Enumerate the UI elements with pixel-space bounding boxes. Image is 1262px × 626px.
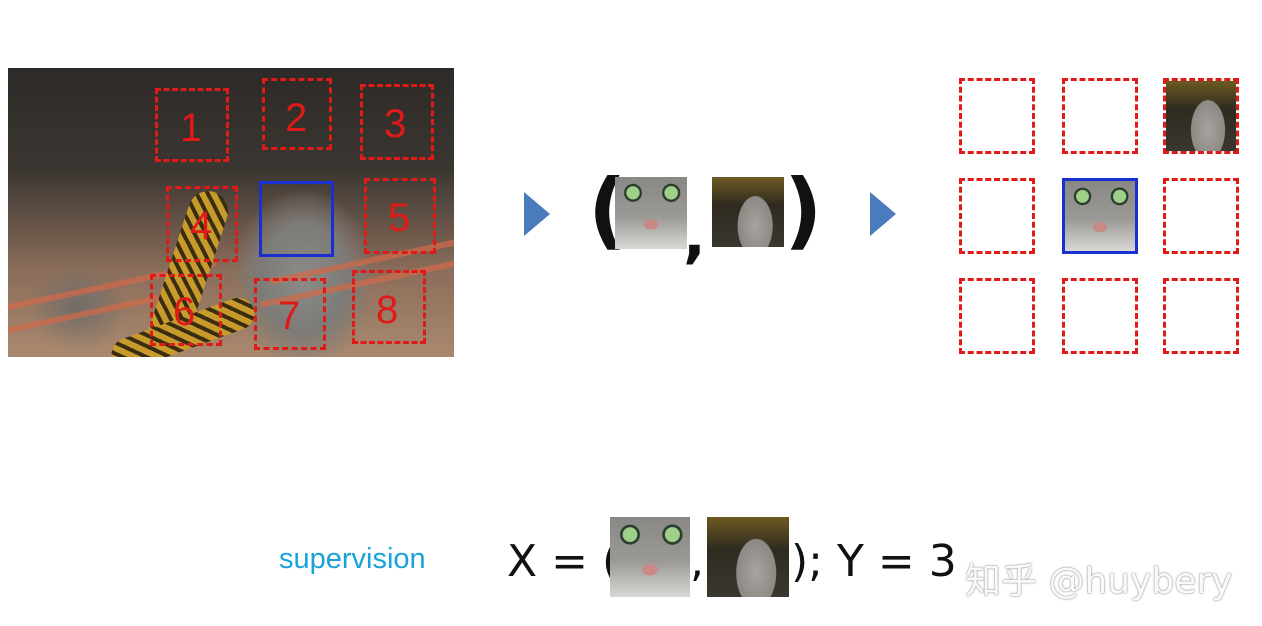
supervision-label: supervision xyxy=(279,543,426,575)
cat-photo xyxy=(8,68,454,357)
right-triangle-arrow-icon xyxy=(524,192,550,236)
region-number-3: 3 xyxy=(384,102,407,146)
region-box-1 xyxy=(155,88,229,162)
region-box-8 xyxy=(352,270,426,344)
formula-y-suffix: ); Y = 3 xyxy=(791,536,957,587)
close-paren: ) xyxy=(784,161,823,259)
grid-cell-7 xyxy=(1062,278,1138,354)
region-box-5 xyxy=(364,178,436,254)
region-number-1: 1 xyxy=(180,106,203,150)
neighbor-patch-image xyxy=(712,177,784,247)
formula-center-patch-image xyxy=(610,517,690,597)
grid-cell-1 xyxy=(959,78,1035,154)
region-box-7 xyxy=(254,278,326,350)
region-box-2 xyxy=(262,78,332,150)
region-number-2: 2 xyxy=(285,96,308,140)
grid-cell-4 xyxy=(959,178,1035,254)
region-number-5: 5 xyxy=(388,196,411,240)
region-number-7: 7 xyxy=(278,294,301,338)
region-box-4 xyxy=(166,186,238,262)
grid-cell-6 xyxy=(959,278,1035,354)
grid-cell-8 xyxy=(1163,278,1239,354)
tuple-comma: , xyxy=(683,201,706,271)
formula-comma: , xyxy=(690,536,704,587)
grid-cell-3 xyxy=(1163,78,1239,154)
grid-cell-2 xyxy=(1062,78,1138,154)
region-number-8: 8 xyxy=(376,288,399,332)
center-region-box xyxy=(259,181,334,257)
region-number-4: 4 xyxy=(190,204,213,248)
center-patch-image xyxy=(615,177,687,249)
watermark: 知乎 @huybery xyxy=(965,561,1233,602)
formula-neighbor-patch-image xyxy=(707,517,789,597)
grid-center-cell xyxy=(1062,178,1138,254)
grid-center-patch-image xyxy=(1065,181,1135,251)
grid-cell-5 xyxy=(1163,178,1239,254)
region-number-6: 6 xyxy=(173,290,196,334)
right-triangle-arrow-icon xyxy=(870,192,896,236)
grid-cell-3-patch-image xyxy=(1166,81,1236,151)
region-box-6 xyxy=(150,274,222,346)
region-box-3 xyxy=(360,84,434,160)
formula-x-prefix: X = ( xyxy=(507,536,620,587)
